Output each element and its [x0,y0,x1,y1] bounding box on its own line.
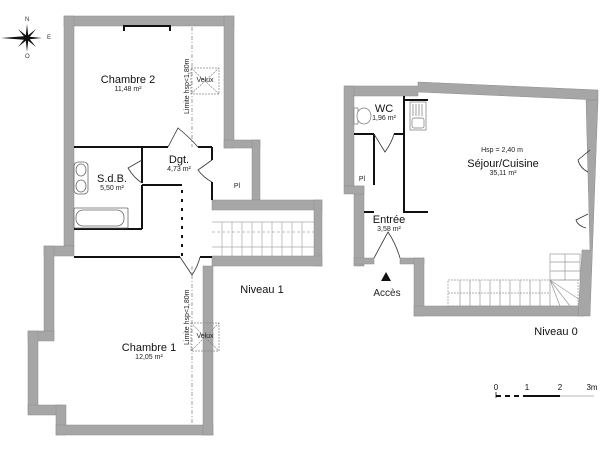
scale-tick-2: 2 [557,383,563,392]
scale-tick-0: 0 [493,383,499,392]
scale-tick-1: 1 [524,383,530,392]
bathroom-fixtures [73,161,129,229]
room-salle-de-bain: S.d.B. 5,50 m² [97,173,127,192]
compass-north-label: N [25,17,30,23]
room-placard-level1: Pl [233,183,241,190]
access-arrow-icon [381,272,391,281]
compass-west-label: O [25,54,30,60]
kitchen-wc-fixtures [353,101,427,131]
height-limit-label-top: Limite hsp<1,80m [184,58,191,114]
level0-doors [373,133,591,259]
level1-walls [27,15,323,436]
ceiling-height-label: Hsp = 2,40 m [481,147,523,154]
room-chambre-2: Chambre 2 11,48 m² [100,74,156,93]
level0-walls [343,81,599,317]
room-placard-level0: Pl [358,176,366,183]
room-wc: WC 1,96 m² [372,103,396,122]
level1-doors [127,127,213,276]
level0-partitions [354,96,428,213]
velux-windows [190,67,220,352]
height-limit-label-bottom: Limite hsp<1,80m [184,289,191,345]
room-entree: Entrée 3,58 m² [372,214,406,233]
compass-east-label: E [47,35,52,41]
level1-partitions [74,25,213,258]
room-degagement: Dgt. 4,73 m² [167,154,191,173]
access-label: Accès [373,288,401,299]
velux-label-bottom: Velux [196,333,214,340]
level-1-label: Niveau 1 [240,284,284,296]
scale-bar [495,392,594,398]
scale-tick-3: 3m [586,383,598,392]
room-chambre-1: Chambre 1 12,05 m² [121,342,177,361]
level1-stairs [212,221,314,256]
level0-stairs [447,253,581,307]
compass-rose-icon [1,24,42,52]
velux-label-top: Velux [196,77,214,84]
level-0-label: Niveau 0 [534,326,578,338]
room-sejour-cuisine: Séjour/Cuisine 35,11 m² [467,158,539,177]
